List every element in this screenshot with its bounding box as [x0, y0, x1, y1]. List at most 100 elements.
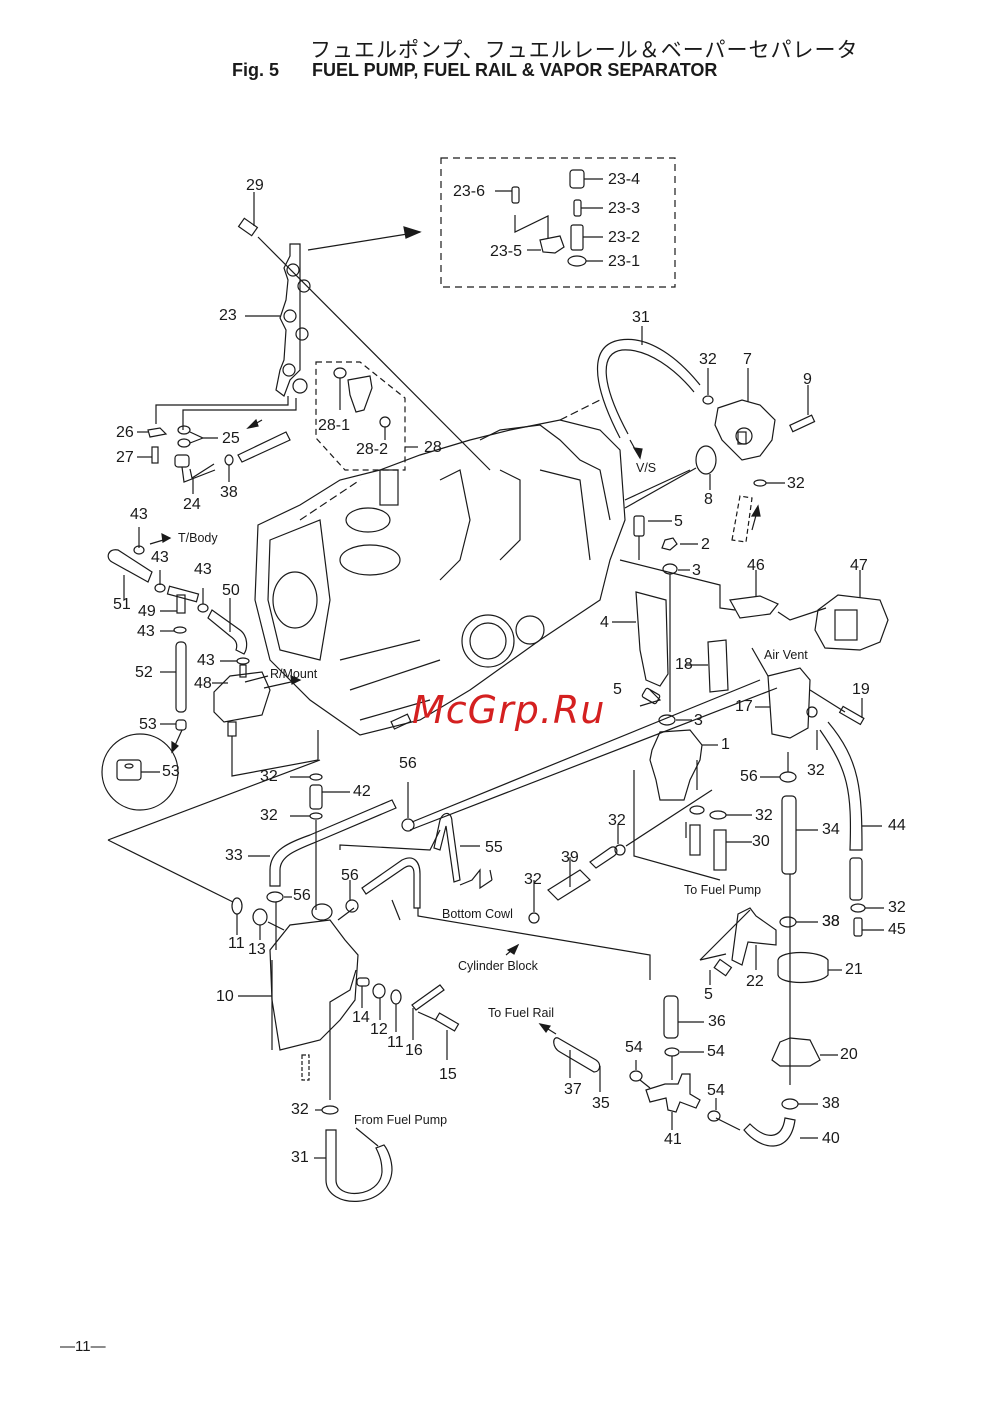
callout-12: 12: [370, 1021, 388, 1038]
note-to-fuel-pump: To Fuel Pump: [684, 883, 762, 897]
part-26-27-25-24-38: [137, 396, 297, 494]
page-number: —11—: [60, 1338, 106, 1355]
callout-42: 42: [353, 783, 371, 800]
callout-49: 49: [138, 603, 156, 620]
part-29-plug: [237, 192, 259, 237]
callout-40: 40: [822, 1130, 840, 1147]
callout-23-6: 23-6: [453, 183, 486, 200]
callout-29: 29: [246, 177, 264, 194]
part-23-5-clip: [527, 235, 565, 254]
part-4-18-17-19-group: [409, 591, 865, 831]
callout-36: 36: [708, 1013, 726, 1030]
figure-title: FUEL PUMP, FUEL RAIL & VAPOR SEPARATOR: [312, 60, 718, 80]
callout-51: 51: [113, 596, 131, 613]
part-28-injector: [333, 367, 418, 448]
callout-24: 24: [183, 496, 201, 513]
callout-28-2: 28-2: [356, 441, 389, 458]
callout-31-bottom: 31: [291, 1149, 309, 1166]
callout-32-39: 32: [608, 812, 626, 829]
callout-32-pump-bottom: 32: [787, 475, 805, 492]
callout-43-b: 43: [151, 549, 169, 566]
callout-55: 55: [485, 839, 503, 856]
note-to-fuel-rail: To Fuel Rail: [488, 1006, 554, 1020]
callout-39: 39: [561, 849, 579, 866]
callout-18: 18: [675, 656, 693, 673]
callout-53-b: 53: [162, 763, 180, 780]
part-5-2-3-group: [633, 515, 698, 712]
callout-32-bottom: 32: [291, 1101, 309, 1118]
callout-53-a: 53: [139, 716, 157, 733]
callout-3-top: 3: [692, 562, 701, 579]
part-23-1-o-ring: [567, 255, 603, 267]
callout-50: 50: [222, 582, 240, 599]
callout-43-c: 43: [194, 561, 212, 578]
callout-32-cowl: 32: [524, 871, 542, 888]
callout-43-e: 43: [197, 652, 215, 669]
part-46-47-group: [619, 559, 889, 651]
note-cylinder-block: Cylinder Block: [458, 959, 538, 973]
callout-31-top: 31: [632, 309, 650, 326]
note-r-mount: R/Mount: [270, 667, 318, 681]
detail-box-23: [440, 157, 676, 288]
part-23-3-valve-core: [573, 199, 603, 217]
callout-32-filter: 32: [755, 807, 773, 824]
callout-20: 20: [840, 1046, 858, 1063]
callout-48: 48: [194, 675, 212, 692]
part-34-44-group: [760, 706, 884, 1085]
callout-56-top: 56: [399, 755, 417, 772]
callout-47: 47: [850, 557, 868, 574]
callout-25: 25: [222, 430, 240, 447]
note-from-fuel-pump: From Fuel Pump: [354, 1113, 448, 1127]
callout-11-left: 11: [228, 935, 245, 952]
callout-33: 33: [225, 847, 243, 864]
callout-5-top: 5: [674, 513, 683, 530]
part-23-4-cap: [569, 169, 603, 189]
callout-5-bottom: 5: [704, 986, 713, 1003]
callout-32-right-top: 32: [807, 762, 825, 779]
arrow-head: [403, 226, 422, 239]
callout-38-right: 38: [822, 913, 840, 930]
callout-17: 17: [735, 698, 753, 715]
part-42-group: [290, 773, 350, 910]
callout-34: 34: [822, 821, 840, 838]
watermark: McGrp.Ru: [412, 688, 606, 732]
part-left-group: [101, 527, 321, 841]
callout-14: 14: [352, 1009, 370, 1026]
note-vs: V/S: [636, 461, 657, 475]
part-23-6-screw: [495, 186, 549, 238]
callout-54-center: 54: [707, 1043, 725, 1060]
callout-30: 30: [752, 833, 770, 850]
callout-1: 1: [721, 736, 730, 753]
callout-56-right: 56: [740, 768, 758, 785]
part-1-fuel-filter-group: [633, 714, 752, 881]
part-7-fuel-pump-group: [624, 368, 816, 543]
engine-block: [254, 399, 691, 736]
note-t-body: T/Body: [178, 531, 218, 545]
callout-45: 45: [888, 921, 906, 938]
title-japanese: フュエルポンプ、フュエルレール＆ベーパーセパレータ: [310, 38, 859, 62]
figure-number: Fig. 5: [232, 60, 280, 80]
callout-38-bottom: 38: [822, 1095, 840, 1112]
callout-22: 22: [746, 973, 764, 990]
callout-23-2: 23-2: [608, 229, 641, 246]
part-33-55-group: [248, 679, 761, 890]
callout-3-mid: 3: [694, 712, 703, 729]
callout-54-left: 54: [625, 1039, 643, 1056]
callout-23: 23: [219, 307, 237, 324]
note-air-vent: Air Vent: [764, 648, 808, 662]
callout-19: 19: [852, 681, 870, 698]
callout-56-mid: 56: [341, 867, 359, 884]
callout-26: 26: [116, 424, 134, 441]
callout-9: 9: [803, 371, 812, 388]
callout-32-pump-top: 32: [699, 351, 717, 368]
callout-21: 21: [845, 961, 863, 978]
callout-28-1: 28-1: [318, 417, 351, 434]
callout-56-left: 56: [293, 887, 311, 904]
callout-52: 52: [135, 664, 153, 681]
callout-23-1: 23-1: [608, 253, 641, 270]
callout-16: 16: [405, 1042, 423, 1059]
callout-4: 4: [600, 614, 609, 631]
callout-15: 15: [439, 1066, 457, 1083]
callout-37: 37: [564, 1081, 582, 1098]
part-bottom-right-group: [538, 907, 842, 1147]
